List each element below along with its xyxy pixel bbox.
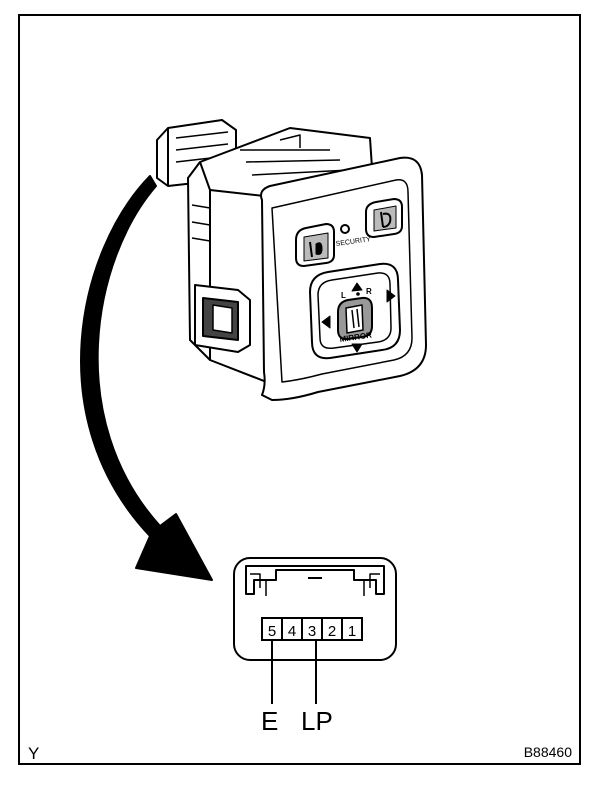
left-mirror-label: L [341,291,346,300]
connector-arrow [80,175,213,581]
terminal-3-label: 3 [308,623,316,640]
figure-code: B88460 [523,744,572,760]
security-label: SECURITY [335,236,371,248]
connector-latch [245,565,385,595]
terminal-1: 1 [341,617,363,641]
callout-label-e: E [261,706,279,736]
terminal-row: 5 4 3 2 1 [261,617,363,641]
terminal-1-label: 1 [348,623,356,640]
callout-label-lp: LP [301,706,333,736]
corner-letter: Y [28,744,40,763]
terminal-2-label: 2 [328,623,336,640]
terminal-4: 4 [281,617,303,641]
diagram-frame [18,14,581,765]
security-indicator [340,224,350,234]
terminal-3: 3 [301,617,323,641]
terminal-5: 5 [261,617,283,641]
switch-assembly [156,119,427,401]
terminal-4-label: 4 [288,623,296,640]
terminal-5-label: 5 [268,623,276,640]
right-mirror-label: R [366,287,372,296]
terminal-2: 2 [321,617,343,641]
